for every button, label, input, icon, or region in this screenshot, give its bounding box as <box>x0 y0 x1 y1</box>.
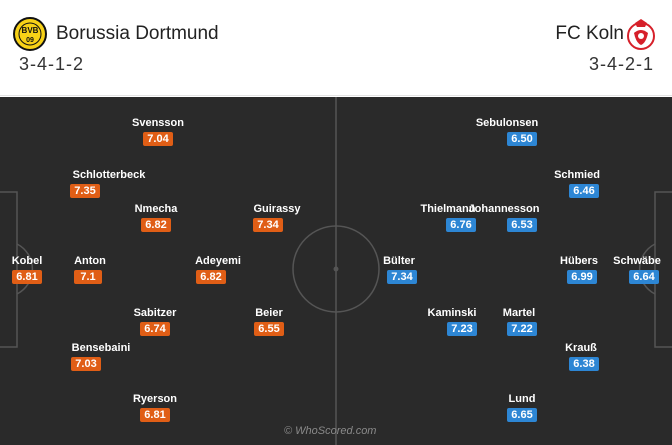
player-rating: 7.23 <box>447 322 477 336</box>
away-formation: 3-4-2-1 <box>588 54 654 74</box>
player-home-anton[interactable]: Anton 7.1 <box>30 255 150 285</box>
player-rating: 7.22 <box>507 322 537 336</box>
player-name: Nmecha <box>134 203 178 215</box>
svg-text:BVB: BVB <box>22 26 39 35</box>
player-rating: 7.04 <box>143 132 173 146</box>
player-name: Martel <box>502 307 536 319</box>
player-away-bulter[interactable]: Bülter 7.34 <box>339 255 459 285</box>
player-away-hubers[interactable]: Hübers 6.99 <box>519 255 639 285</box>
borussia-dortmund-crest-icon: BVB 09 <box>13 17 47 51</box>
player-name: Adeyemi <box>195 255 241 267</box>
player-rating: 6.55 <box>254 322 284 336</box>
player-rating: 6.38 <box>569 357 599 371</box>
player-home-bensebaini[interactable]: Bensebaini 7.03 <box>41 342 161 372</box>
player-name: Lund <box>508 393 536 405</box>
player-rating: 6.76 <box>446 218 476 232</box>
player-rating: 6.82 <box>141 218 171 232</box>
player-name: Krauß <box>565 342 597 354</box>
player-home-svensson[interactable]: Svensson 7.04 <box>98 117 218 147</box>
whoscored-watermark: © WhoScored.com <box>284 425 377 437</box>
player-away-martel[interactable]: Martel 7.22 <box>459 307 579 337</box>
player-name: Ryerson <box>132 393 178 405</box>
svg-text:09: 09 <box>26 37 34 44</box>
match-header: BVB 09 Borussia Dortmund 3-4-1-2 FC Koln… <box>0 0 672 96</box>
home-formation: 3-4-1-2 <box>19 54 85 74</box>
player-away-lund[interactable]: Lund 6.65 <box>462 393 582 423</box>
fc-koln-crest-icon <box>627 19 655 50</box>
player-away-johannesson[interactable]: Johannesson 6.53 <box>444 203 564 233</box>
player-name: Beier <box>255 307 283 319</box>
player-rating: 7.03 <box>71 357 101 371</box>
player-away-thielmann[interactable]: Thielmann 6.76 <box>388 203 508 233</box>
player-rating: 6.81 <box>12 270 42 284</box>
player-name: Guirassy <box>253 203 301 215</box>
pitch-lines <box>0 97 672 445</box>
player-name: Bülter <box>383 255 415 267</box>
player-home-nmecha[interactable]: Nmecha 6.82 <box>96 203 216 233</box>
player-away-sebulonsen[interactable]: Sebulonsen 6.50 <box>447 117 567 147</box>
away-team-name[interactable]: FC Koln <box>555 23 624 44</box>
player-name: Anton <box>74 255 106 267</box>
player-rating: 6.53 <box>507 218 537 232</box>
pitch: Svensson 7.04 Schlotterbeck 7.35 Nmecha … <box>0 97 672 445</box>
player-rating: 7.1 <box>74 270 102 284</box>
player-name: Hübers <box>560 255 598 267</box>
player-name: Kaminski <box>427 307 477 319</box>
player-name: Thielmann <box>420 203 476 215</box>
player-home-sabitzer[interactable]: Sabitzer 6.74 <box>95 307 215 337</box>
player-away-schwabe[interactable]: Schwäbe 6.64 <box>577 255 672 285</box>
player-name: Schlotterbeck <box>72 169 146 181</box>
player-name: Kobel <box>11 255 43 267</box>
player-rating: 6.46 <box>569 184 599 198</box>
player-name: Sabitzer <box>133 307 177 319</box>
player-rating: 6.65 <box>507 408 537 422</box>
player-name: Schwäbe <box>613 255 661 267</box>
player-home-beier[interactable]: Beier 6.55 <box>209 307 329 337</box>
player-rating: 6.74 <box>140 322 170 336</box>
player-rating: 7.35 <box>70 184 100 198</box>
player-home-adeyemi[interactable]: Adeyemi 6.82 <box>158 255 278 285</box>
player-name: Johannesson <box>468 203 540 215</box>
player-away-krauss[interactable]: Krauß 6.38 <box>521 342 641 372</box>
player-home-kobel[interactable]: Kobel 6.81 <box>0 255 87 285</box>
player-home-schlotterbeck[interactable]: Schlotterbeck 7.35 <box>49 169 169 199</box>
player-rating: 6.50 <box>507 132 537 146</box>
home-team-name[interactable]: Borussia Dortmund <box>56 23 219 44</box>
player-away-kaminski[interactable]: Kaminski 7.23 <box>392 307 512 337</box>
player-home-guirassy[interactable]: Guirassy 7.34 <box>217 203 337 233</box>
player-name: Bensebaini <box>71 342 131 354</box>
player-rating: 6.64 <box>629 270 659 284</box>
player-home-ryerson[interactable]: Ryerson 6.81 <box>95 393 215 423</box>
player-rating: 6.82 <box>196 270 226 284</box>
player-rating: 6.81 <box>140 408 170 422</box>
player-rating: 7.34 <box>253 218 283 232</box>
player-name: Schmied <box>554 169 600 181</box>
player-name: Sebulonsen <box>475 117 539 129</box>
player-away-schmied[interactable]: Schmied 6.46 <box>517 169 637 199</box>
player-name: Svensson <box>132 117 184 129</box>
player-rating: 6.99 <box>567 270 597 284</box>
player-rating: 7.34 <box>387 270 417 284</box>
